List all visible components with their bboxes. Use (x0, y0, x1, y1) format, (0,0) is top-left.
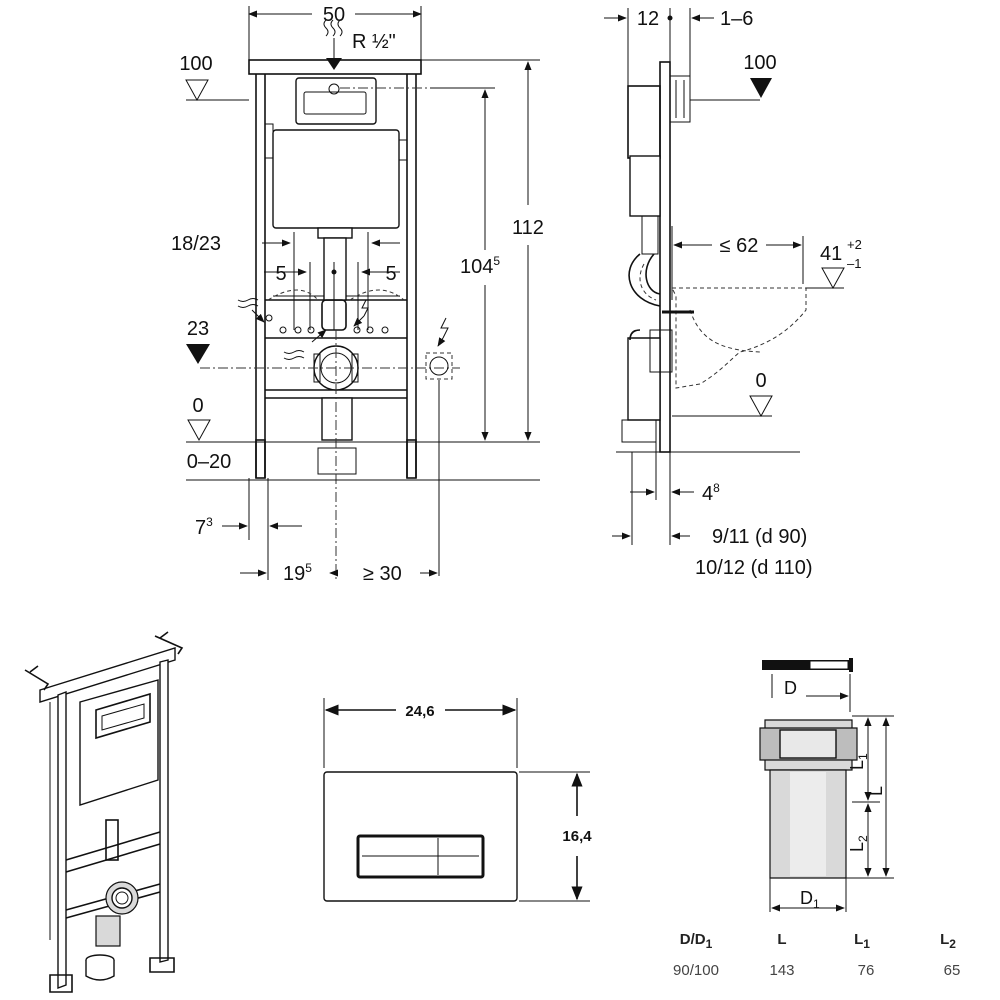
plate-height-label: 16,4 (562, 828, 592, 845)
connector-drawing: D L1 L2 L D1 D/D1 L L1 L2 (673, 658, 960, 979)
front-view: 50 R ½" 100 1 (171, 4, 544, 585)
level-0-marker (187, 419, 211, 442)
actuator-opening (295, 77, 377, 125)
depth-label: 12 (637, 8, 659, 30)
table-cell-l2: 65 (944, 962, 961, 979)
wc-bowl-outline (671, 287, 807, 389)
offset-right-label: 5 (385, 263, 396, 285)
bowl-height-label: 41 (820, 243, 842, 265)
flush-plate-drawing: 24,6 16,4 (323, 698, 592, 902)
table-cell-d: 90/100 (673, 962, 719, 979)
bowl-height-marker (821, 267, 845, 290)
level-23-label: 23 (187, 318, 209, 340)
level-100-label: 100 (179, 53, 212, 75)
cistern (272, 129, 400, 229)
table-cell-l1: 76 (858, 962, 875, 979)
level-100-marker (185, 79, 209, 102)
height-total-label: 112 (512, 217, 544, 239)
side-level-0-marker (749, 395, 773, 418)
level-0-label: 0 (192, 395, 203, 417)
side-level-0-label: 0 (755, 370, 766, 392)
plate-width-label: 24,6 (405, 703, 434, 720)
dist-d110-label: 10/12 (d 110) (695, 557, 813, 579)
label-L: L (866, 786, 886, 796)
table-header-l2: L2 (940, 931, 956, 951)
table-header-l: L (777, 931, 786, 948)
stud-spacing-label: 18/23 (171, 233, 221, 255)
side-view: 12 1–6 100 ≤ 62 (604, 8, 862, 579)
table-header-d: D/D1 (680, 931, 713, 951)
thread-label: R ½" (352, 31, 396, 53)
side-level-100-label: 100 (743, 52, 776, 74)
pipe-offset-label: 48 (702, 481, 720, 505)
label-L2: L2 (847, 835, 870, 852)
axis-right-label: ≥ 30 (363, 563, 402, 585)
perspective-view (24, 631, 184, 993)
offset-left-label: 5 (275, 263, 286, 285)
edge-dist-label: 73 (195, 515, 213, 539)
label-D: D (784, 678, 797, 698)
dist-d90-label: 9/11 (d 90) (712, 526, 807, 548)
offset-label: 1–6 (720, 8, 753, 30)
label-L1: L1 (847, 753, 870, 770)
projection-label: ≤ 62 (720, 235, 759, 257)
bowl-tol-minus: –1 (847, 256, 861, 271)
bowl-tol-plus: +2 (847, 237, 862, 252)
side-level-100-marker (750, 78, 772, 98)
width-label: 50 (323, 4, 345, 26)
perspective-cistern (79, 679, 159, 806)
table-header-l1: L1 (854, 931, 870, 951)
height-inner-label: 1045 (460, 254, 500, 278)
label-D1: D1 (800, 888, 820, 911)
level-23-marker (186, 344, 210, 364)
dimension-table: D/D1 L L1 L2 90/100 143 76 65 (673, 931, 960, 979)
axis-left-label: 195 (283, 561, 312, 585)
floor-range-label: 0–20 (187, 451, 232, 473)
table-cell-l: 143 (769, 962, 794, 979)
